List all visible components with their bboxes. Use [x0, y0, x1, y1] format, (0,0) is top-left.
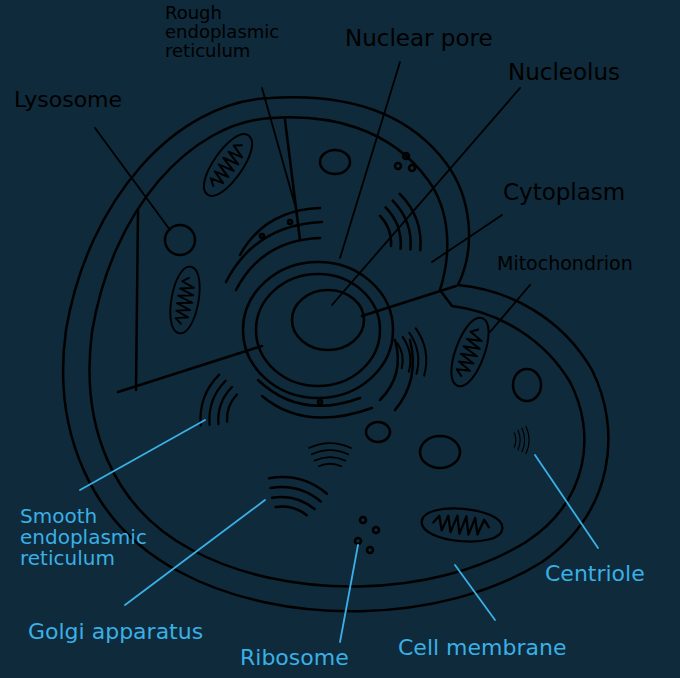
rough-er: [258, 380, 360, 406]
ribosome-dot: [373, 527, 379, 533]
leader-line: [332, 88, 520, 305]
rough-er: [262, 396, 372, 418]
leader-line: [125, 500, 265, 605]
rough-er: [395, 340, 413, 410]
rough-er: [380, 340, 398, 400]
part-label: Mitochondrion: [497, 254, 677, 274]
vesicle-shape: [420, 436, 460, 468]
ribosome-dot: [355, 538, 361, 544]
rough-er: [240, 208, 320, 255]
leader-line: [490, 285, 530, 332]
golgi-stack: [262, 471, 328, 518]
leader-line: [535, 455, 598, 548]
leader-line: [95, 128, 170, 230]
leader-line: [340, 62, 400, 258]
mitochondrion-shape: [444, 313, 496, 391]
leader-line: [262, 88, 295, 205]
part-label: Lysosome: [14, 88, 194, 111]
part-label: Nucleolus: [508, 60, 678, 84]
er-stack: [309, 443, 351, 466]
part-label: Cell membrane: [398, 636, 618, 659]
leader-line: [455, 565, 495, 620]
part-label: Nuclear pore: [345, 26, 545, 50]
part-label: Rough endoplasmic reticulum: [165, 4, 300, 61]
vesicle-shape: [513, 369, 541, 401]
mitochondrion-shape: [420, 505, 504, 544]
nucleolus-shape: [292, 290, 364, 350]
leader-line: [432, 215, 502, 262]
ribosome-dot: [403, 153, 409, 159]
ribosome-dot: [409, 165, 415, 171]
mitochondrion-shape: [196, 127, 261, 202]
leader-line: [340, 545, 358, 642]
part-label: Smooth endoplasmic reticulum: [20, 506, 170, 569]
smooth-er: [195, 372, 241, 433]
ribosome-dot: [318, 400, 322, 404]
ribosome-dot: [395, 163, 401, 169]
leader-line: [80, 420, 205, 490]
part-label: Ribosome: [240, 646, 390, 669]
part-label: Golgi apparatus: [28, 620, 268, 643]
nucleus-envelope: [243, 262, 393, 398]
cut-edge: [118, 346, 262, 392]
vesicle-shape: [366, 422, 390, 442]
ribosome-dot: [367, 547, 373, 553]
nucleus-envelope-inner: [256, 274, 380, 386]
ribosome-dot: [360, 517, 366, 523]
ribosome-dot: [260, 234, 264, 238]
part-label: Centriole: [545, 562, 675, 585]
er-stack: [395, 327, 429, 379]
mitochondrion-shape: [166, 264, 204, 335]
rough-er: [236, 238, 320, 290]
part-label: Cytoplasm: [503, 180, 673, 204]
vesicle-shape: [320, 150, 350, 174]
ribosome-dot: [288, 220, 292, 224]
centriole-shape: [514, 427, 529, 454]
cut-edge: [136, 210, 138, 390]
